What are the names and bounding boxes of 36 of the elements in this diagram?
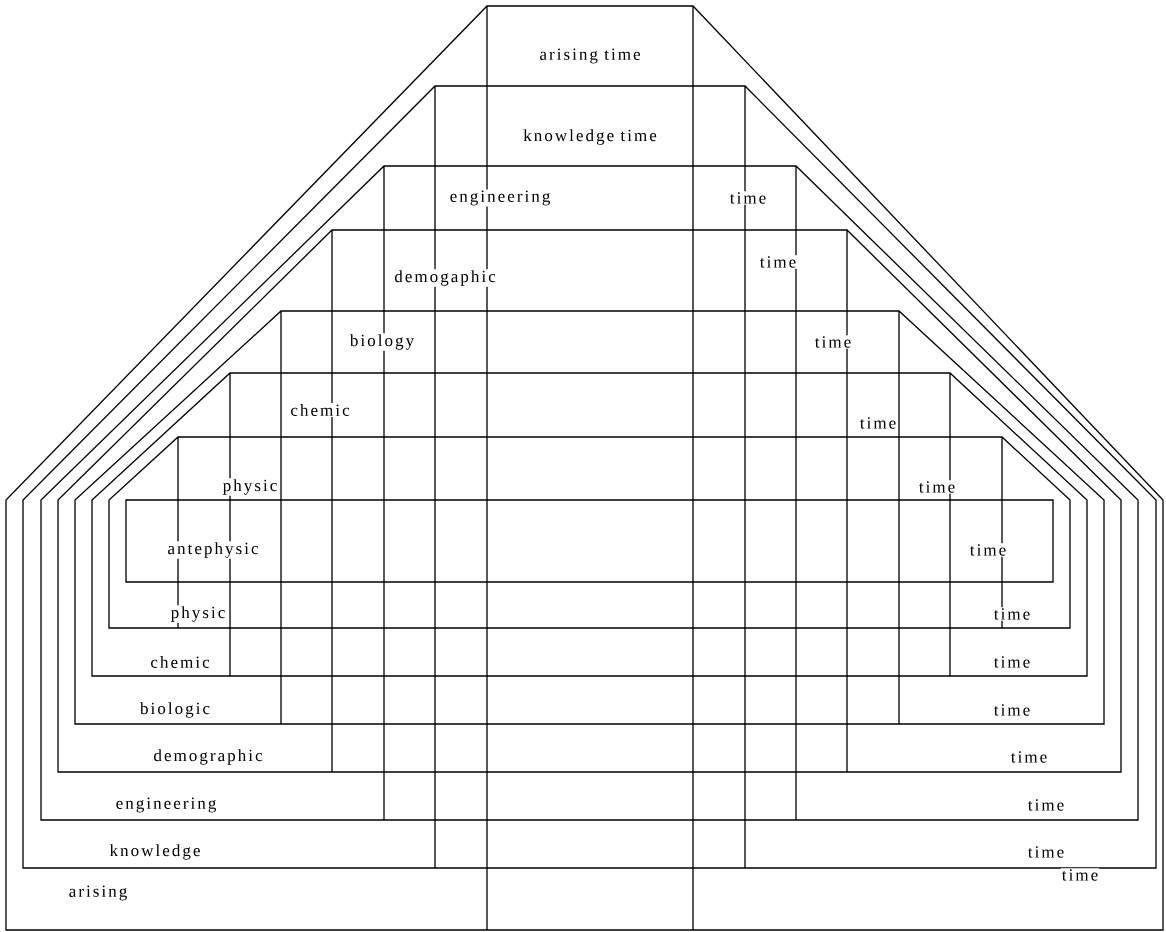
frame-label: chemic — [289, 403, 351, 417]
frame-label: demogaphic — [393, 269, 497, 287]
frame-label: arising — [67, 884, 129, 902]
frame-label: biologic — [139, 701, 211, 719]
frame-label: time — [992, 655, 1032, 669]
nested-frame — [74, 310, 1105, 725]
frame-label: time — [858, 416, 898, 430]
frame-label: knowledge — [108, 843, 202, 861]
frame-label: physic — [169, 605, 227, 623]
frame-label: time — [992, 607, 1032, 621]
frame-label: time — [1009, 750, 1049, 764]
frame-label: knowledge time — [522, 128, 658, 146]
nested-frame — [5, 5, 1164, 931]
frame-label: time — [728, 191, 768, 205]
nested-frame — [22, 85, 1157, 869]
frame-label: engineering — [448, 189, 552, 207]
nested-frame — [40, 165, 1139, 821]
frame-label: time — [1060, 868, 1100, 882]
frame-label: time — [758, 255, 798, 269]
frame-label: arising time — [538, 47, 642, 65]
frame-label: antephysic — [166, 541, 260, 559]
nested-frame — [57, 229, 1122, 773]
frame-label: chemic — [149, 655, 211, 669]
nested-frame — [91, 372, 1088, 677]
frame-label: time — [813, 335, 853, 349]
frame-label: time — [968, 543, 1008, 557]
frame-label: time — [1026, 845, 1066, 859]
frame-label: biology — [348, 333, 416, 351]
frame-label: time — [1026, 798, 1066, 812]
frame-label: time — [917, 480, 957, 494]
nested-frame — [108, 436, 1071, 629]
frame-label: engineering — [114, 796, 218, 814]
nested-frame — [125, 499, 1054, 583]
frame-label: physic — [221, 478, 279, 496]
frame-label: demographic — [152, 748, 264, 766]
frame-label: time — [992, 703, 1032, 717]
